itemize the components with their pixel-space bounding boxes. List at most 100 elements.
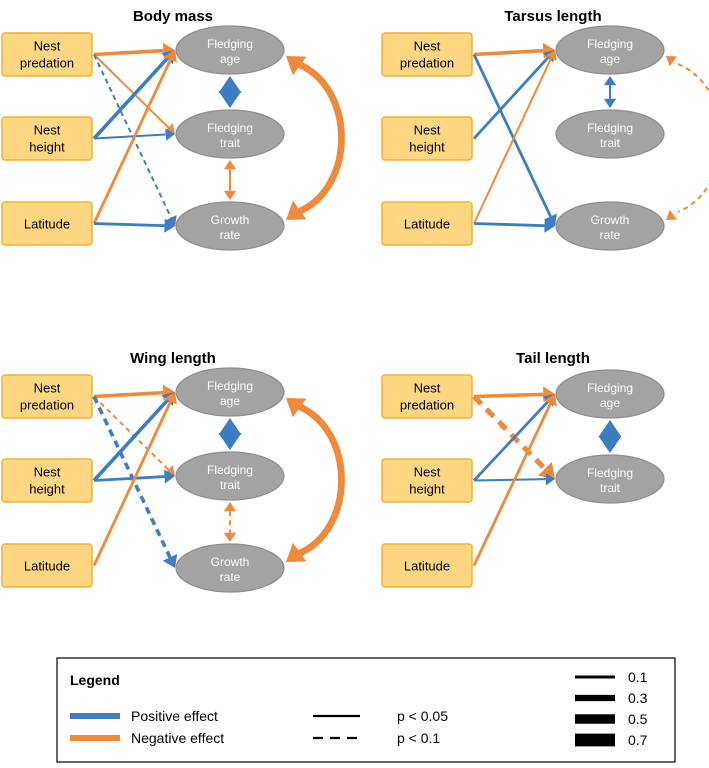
edge-line (92, 57, 169, 140)
response-node-ellipse (175, 201, 285, 251)
predictor-label: Nest (34, 465, 61, 480)
predictor-box: Latitude (381, 201, 473, 246)
edge-p0-n0 (93, 42, 175, 59)
response-node-label: trait (600, 481, 621, 495)
edge-p1-n0 (472, 394, 555, 482)
edge-n0-n1 (218, 418, 242, 450)
edge-p2-n0 (92, 50, 177, 225)
response-node-label: Fledging (587, 121, 633, 135)
edge-arrowhead (538, 461, 555, 479)
response-node-label: Growth (211, 213, 250, 227)
predictor-label: height (29, 482, 65, 497)
edge-line (473, 48, 544, 57)
legend-label: Positive effect (131, 708, 218, 724)
edge-arrowhead (164, 218, 175, 233)
panel-1: Tarsus lengthNestpredationNestheightLati… (381, 8, 709, 251)
edge-line (473, 478, 546, 482)
predictor-label: Nest (414, 381, 441, 396)
response-node-ellipse (175, 25, 285, 75)
panels-layer: Body massNestpredationNestheightLatitude… (1, 8, 709, 593)
edge-arrowhead (218, 433, 242, 450)
panel-title: Tail length (516, 350, 590, 367)
edge-p0-n0 (473, 386, 555, 403)
panel-3: Tail lengthNestpredationNestheightLatitu… (381, 350, 665, 588)
edge-line (473, 222, 545, 228)
predictor-label: Latitude (24, 559, 70, 574)
predictor-label: predation (20, 398, 74, 413)
predictor-box-rect (1, 374, 93, 419)
response-node-label: trait (600, 136, 621, 150)
edge-line (93, 222, 165, 228)
edge-arrowhead (286, 398, 307, 418)
edge-n0-n1 (598, 420, 622, 453)
edge-arrowhead (286, 542, 307, 562)
edge-line (93, 53, 170, 129)
edge-arrowhead (598, 436, 622, 453)
edge-line (472, 394, 547, 471)
predictor-box-rect (1, 201, 93, 246)
edge-arrowhead (164, 50, 177, 63)
predictor-box-rect (381, 116, 473, 161)
legend-label: Negative effect (131, 730, 224, 746)
response-node-ellipse (555, 454, 665, 504)
edge-n0-n1 (603, 76, 617, 108)
predictor-label: Nest (414, 465, 441, 480)
response-node-label: age (600, 396, 620, 410)
predictor-label: height (29, 140, 65, 155)
predictor-box-rect (381, 201, 473, 246)
response-node-ellipse (175, 109, 285, 159)
edge-p0-n1 (472, 394, 555, 479)
predictor-box-rect (381, 543, 473, 588)
response-node-label: Fledging (207, 379, 253, 393)
response-node-label: Fledging (207, 463, 253, 477)
edge-arrowhead (598, 420, 622, 437)
predictor-label: predation (20, 56, 74, 71)
predictor-box-rect (381, 374, 473, 419)
edge-arrowhead (165, 215, 177, 226)
legend-width-label: 0.7 (628, 732, 648, 748)
response-node-ellipse (555, 201, 665, 251)
edge-arrowhead (218, 91, 242, 108)
panel-0: Body massNestpredationNestheightLatitude… (1, 8, 345, 251)
edge-p2-n0 (472, 394, 557, 567)
response-node-label: Fledging (587, 466, 633, 480)
legend-title: Legend (70, 672, 120, 688)
predictor-box-rect (1, 543, 93, 588)
edge-n0-n2 (286, 398, 345, 562)
edge-p1-n1 (93, 128, 175, 141)
panel-title: Tarsus length (504, 8, 601, 25)
edge-line (473, 57, 553, 224)
response-node-label: Fledging (587, 37, 633, 51)
edge-line (473, 392, 544, 399)
edge-arrowhead (165, 128, 175, 141)
predictor-label: Nest (34, 39, 61, 54)
edge-p0-n0 (473, 42, 555, 59)
edge-n0-n2 (286, 56, 345, 220)
predictor-label: Latitude (404, 217, 450, 232)
response-node-ellipse (175, 451, 285, 501)
response-node-ellipse (555, 109, 665, 159)
response-node-label: Growth (211, 555, 250, 569)
response-node-label: rate (220, 570, 241, 584)
panel-2: Wing lengthNestpredationNestheightLatitu… (1, 350, 345, 593)
panel-title: Wing length (130, 350, 216, 367)
edge-line (472, 402, 552, 567)
edge-p1-n1 (93, 469, 175, 484)
legend-frame (56, 657, 676, 763)
edge-line (93, 475, 165, 482)
edge-line (472, 400, 549, 482)
edge-p2-n2 (93, 218, 175, 233)
edge-p1-n0 (92, 50, 175, 140)
